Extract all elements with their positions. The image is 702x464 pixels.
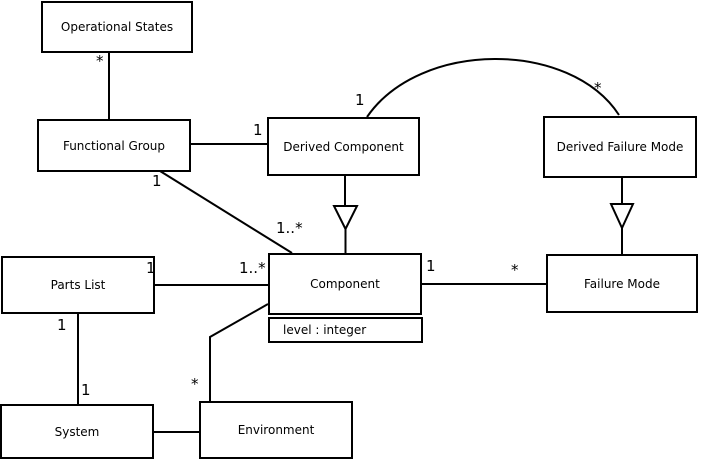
attribute-label: level : integer: [283, 323, 367, 337]
class-failure-mode[interactable]: Failure Mode: [546, 254, 698, 313]
class-component[interactable]: Component: [268, 253, 422, 315]
class-label: Functional Group: [62, 138, 166, 153]
class-label: Operational States: [60, 20, 174, 34]
multiplicity-label: 1: [146, 259, 156, 277]
multiplicity-label: *: [191, 375, 199, 393]
generalization-triangle-icon: [332, 205, 359, 232]
class-derived-failure-mode[interactable]: Derived Failure Mode: [543, 116, 697, 178]
class-environment[interactable]: Environment: [199, 401, 353, 459]
class-label: Component: [310, 277, 380, 291]
class-operational-states[interactable]: Operational States: [41, 1, 193, 53]
association-environment-component[interactable]: [209, 303, 269, 401]
association-functional-group-component[interactable]: [159, 170, 293, 254]
multiplicity-label: 1: [152, 172, 162, 190]
multiplicity-label: *: [594, 79, 602, 97]
class-functional-group[interactable]: Functional Group: [37, 119, 191, 172]
class-system[interactable]: System: [0, 404, 154, 459]
multiplicity-label: *: [96, 52, 104, 70]
class-label: Parts List: [50, 278, 106, 292]
multiplicity-label: *: [511, 261, 519, 279]
association-arc-derived-component-derived-failure-mode[interactable]: [366, 58, 620, 118]
class-label: Derived Failure Mode: [556, 140, 684, 154]
multiplicity-label: 1: [57, 316, 67, 334]
class-component-attributes[interactable]: level : integer: [268, 317, 423, 343]
multiplicity-label: 1: [355, 91, 365, 109]
multiplicity-label: 1..*: [239, 259, 266, 277]
class-label: Derived Component: [283, 139, 404, 154]
multiplicity-label: 1..*: [276, 219, 303, 237]
class-label: Failure Mode: [584, 276, 660, 291]
class-label: System: [54, 424, 100, 439]
generalization-derived-component-component[interactable]: [332, 176, 359, 253]
multiplicity-label: 1: [253, 121, 263, 139]
class-parts-list[interactable]: Parts List: [1, 256, 155, 314]
class-derived-component[interactable]: Derived Component: [267, 117, 420, 176]
multiplicity-label: 1: [426, 257, 436, 275]
generalization-triangle-icon: [609, 203, 635, 231]
multiplicity-label: 1: [81, 381, 91, 399]
generalization-derived-failure-mode-failure-mode[interactable]: [609, 178, 635, 254]
class-label: Environment: [237, 423, 315, 437]
